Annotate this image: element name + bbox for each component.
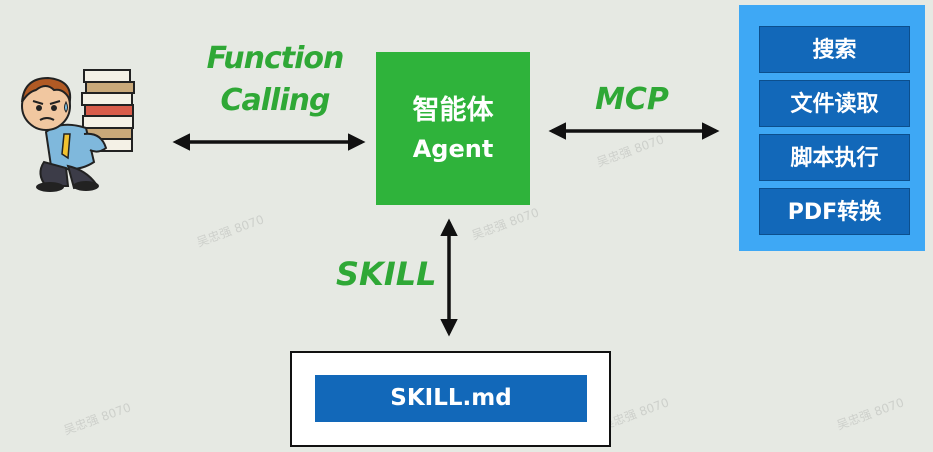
tool-item-script-exec: 脚本执行 [759, 134, 910, 181]
skill-file-name: SKILL.md [315, 375, 587, 422]
skill-file-box: SKILL.md [290, 351, 611, 447]
skill-label: SKILL [336, 255, 437, 293]
stressed-worker-icon [21, 69, 135, 192]
agent-box: 智能体 Agent [376, 52, 530, 205]
agent-title-cn: 智能体 [412, 94, 494, 126]
function-calling-line-1: Function [206, 41, 345, 76]
function-calling-label: Function Calling [190, 38, 360, 122]
tool-item-search: 搜索 [759, 26, 910, 73]
function-calling-line-2: Calling [220, 83, 331, 118]
mcp-label: MCP [595, 82, 669, 117]
tool-item-file-read: 文件读取 [759, 80, 910, 127]
tool-item-pdf-convert: PDF转换 [759, 188, 910, 235]
agent-title-en: Agent [412, 134, 494, 163]
tools-panel: 搜索 文件读取 脚本执行 PDF转换 [739, 5, 925, 251]
